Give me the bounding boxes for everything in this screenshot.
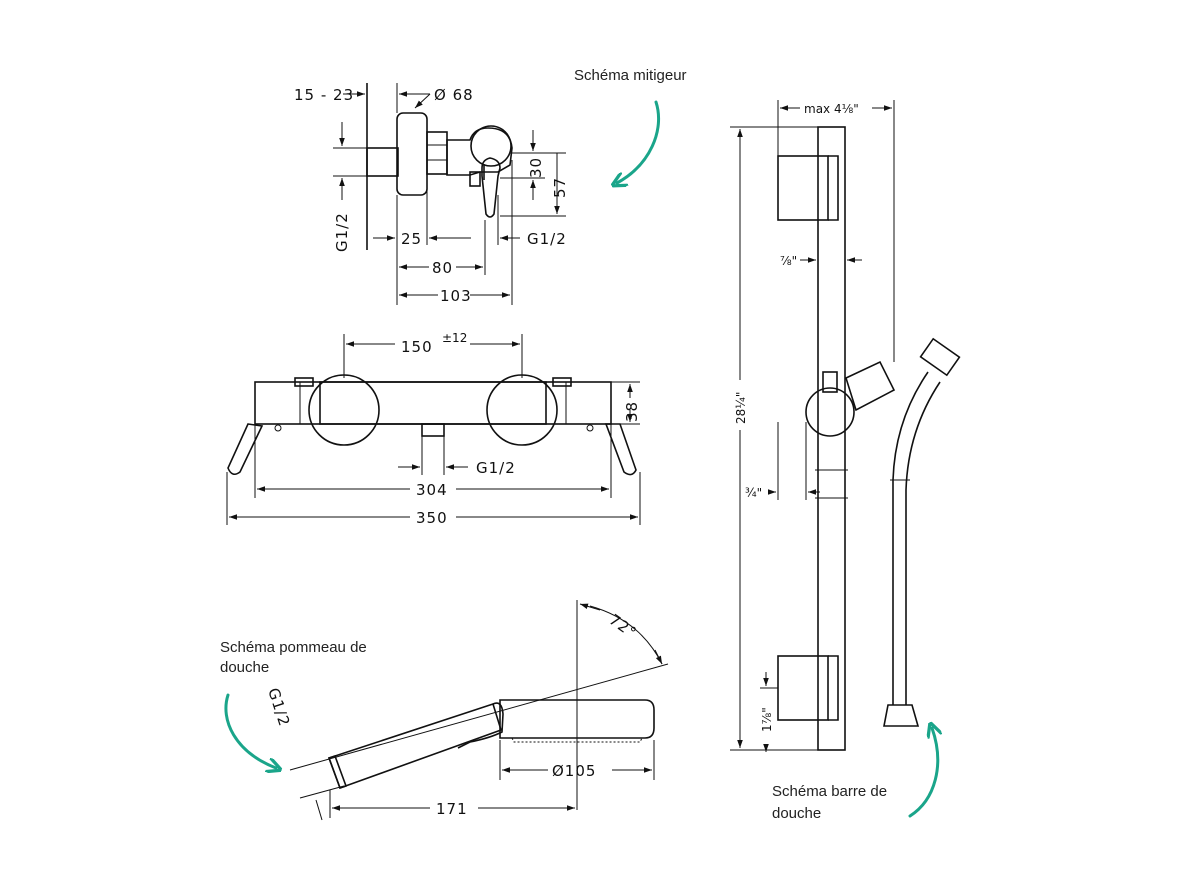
dim-text: max 4⅛" (804, 102, 859, 116)
thermostatic-dimensions: 150 ±12 38 G1/2 304 350 (226, 331, 641, 527)
shower-bar-caption: Schéma barre de douche (772, 728, 938, 822)
dim-text: 304 (416, 481, 448, 499)
dim-text: G1/2 (333, 212, 351, 252)
dim-text: G1/2 (476, 459, 516, 477)
dim-text: 57 (551, 177, 569, 198)
dim-text: G1/2 (527, 230, 567, 248)
dim-text: 80 (432, 259, 453, 277)
mixer-drawing (366, 83, 513, 250)
hand-shower-dimensions: 72° G1/2 Ø105 171 (264, 603, 663, 821)
dim-text: 350 (416, 509, 448, 527)
hand-shower-caption: Schéma pommeau de douche (220, 639, 367, 768)
dim-text: ±12 (442, 331, 467, 345)
dim-text: Ø105 (552, 762, 596, 780)
shower-bar-dimensions: max 4⅛" ⅞" 28¼" ¾" 1⅞" (730, 100, 895, 752)
dim-text: 103 (440, 287, 472, 305)
dim-text: 171 (436, 800, 468, 818)
mixer-dimensions: 15 - 23 Ø 68 G1/2 30 57 25 G1/2 (294, 83, 569, 305)
dim-text: 72° (606, 611, 641, 643)
hand-shower-drawing (289, 600, 669, 810)
dim-text: G1/2 (264, 686, 293, 729)
thermostatic-drawing (227, 374, 637, 476)
dim-text: 38 (623, 401, 641, 422)
dim-text: 25 (401, 230, 422, 248)
dim-text: ¾" (745, 486, 762, 500)
caption-shower-bar-line2: douche (772, 805, 821, 822)
dim-text: 15 - 23 (294, 86, 354, 104)
dim-text: ⅞" (780, 254, 797, 268)
dim-text: 150 (401, 338, 433, 356)
caption-shower-bar-line1: Schéma barre de (772, 783, 887, 800)
mixer-caption: Schéma mitigeur (574, 67, 687, 183)
dim-text: 1⅞" (760, 707, 774, 732)
dim-text: 28¼" (734, 392, 748, 424)
caption-mixer: Schéma mitigeur (574, 67, 687, 84)
caption-hand-shower-line1: Schéma pommeau de (220, 639, 367, 656)
shower-bar-drawing (777, 126, 961, 751)
dim-text: 30 (527, 157, 545, 178)
dim-text: Ø 68 (434, 86, 474, 104)
caption-hand-shower-line2: douche (220, 659, 269, 676)
